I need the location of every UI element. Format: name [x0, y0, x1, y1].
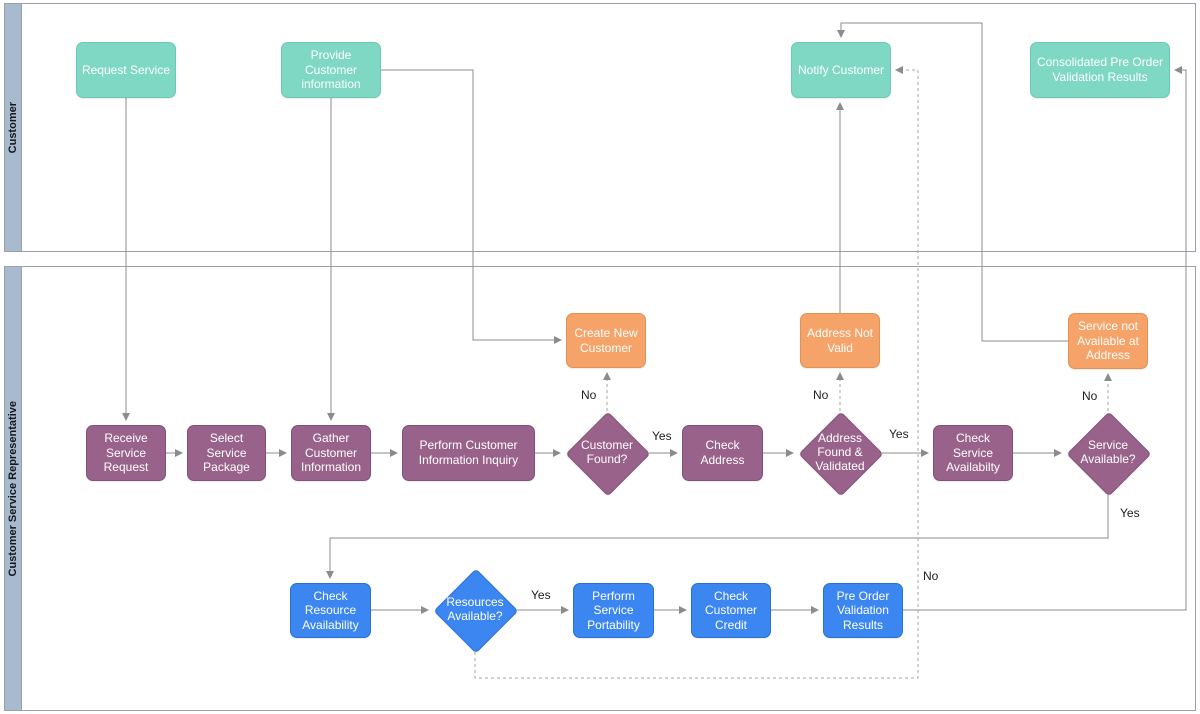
node-notify-customer-label: Notify Customer [797, 62, 885, 77]
decision-service-available-label: Service Available? [1080, 438, 1136, 466]
node-receive-service-request-label: Receive Service Request [103, 431, 149, 475]
node-check-resource-availability-label: Check Resource Availability [302, 588, 359, 632]
edge-label-address-found-no: No [813, 388, 829, 402]
node-service-not-available-at-address: Service not Available at Address [1068, 313, 1148, 369]
edge-label-service-available-no: No [1082, 389, 1098, 403]
node-service-not-available-label: Service not Available at Address [1077, 319, 1139, 363]
node-perform-customer-information-inquiry-label: Perform Customer Information Inquiry [418, 438, 519, 467]
node-consolidated-pre-order-validation-results: Consolidated Pre Order Validation Result… [1030, 42, 1170, 98]
node-provide-customer-information-label: Provide Customer information [301, 48, 361, 92]
node-request-service: Request Service [76, 42, 176, 98]
node-create-new-customer: Create New Customer [566, 313, 646, 368]
node-address-not-valid: Address Not Valid [800, 313, 880, 368]
decision-resources-available-label: Resources Available? [446, 595, 504, 623]
node-address-not-valid-label: Address Not Valid [806, 325, 874, 355]
node-notify-customer: Notify Customer [791, 42, 891, 98]
decision-customer-found: Customer Found? [565, 411, 651, 497]
swimlane-customer: Customer [4, 3, 1196, 252]
node-consolidated-label: Consolidated Pre Order Validation Result… [1036, 55, 1164, 84]
decision-customer-found-label: Customer Found? [580, 438, 633, 466]
node-perform-service-portability-label: Perform Service Portability [587, 588, 640, 632]
node-select-service-package-label: Select Service Package [203, 431, 250, 475]
edge-label-customer-found-no: No [581, 388, 597, 402]
edge-label-customer-found-yes: Yes [652, 429, 672, 443]
node-request-service-label: Request Service [81, 62, 171, 77]
node-gather-customer-information-label: Gather Customer Information [300, 431, 362, 475]
node-check-customer-credit-label: Check Customer Credit [704, 588, 757, 632]
node-perform-service-portability: Perform Service Portability [573, 583, 654, 638]
node-pre-order-validation-results-label: Pre Order Validation Results [836, 588, 890, 632]
decision-service-available: Service Available? [1066, 411, 1152, 497]
node-check-address: Check Address [682, 425, 763, 481]
swimlane-csr-label: Customer Service Representative [7, 400, 19, 577]
node-create-new-customer-label: Create New Customer [574, 325, 638, 355]
swimlane-customer-label: Customer [7, 101, 19, 154]
decision-resources-available: Resources Available? [433, 568, 519, 654]
edge-label-resources-available-yes: Yes [531, 588, 551, 602]
node-check-customer-credit: Check Customer Credit [691, 583, 771, 638]
node-check-resource-availability: Check Resource Availability [290, 583, 371, 638]
edge-label-service-available-yes: Yes [1120, 506, 1140, 520]
edge-label-resources-available-no: No [923, 569, 939, 583]
node-gather-customer-information: Gather Customer Information [291, 425, 371, 481]
node-check-service-availabilty: Check Service Availabilty [933, 425, 1013, 481]
node-pre-order-validation-results: Pre Order Validation Results [823, 583, 903, 638]
node-perform-customer-information-inquiry: Perform Customer Information Inquiry [402, 425, 535, 481]
decision-address-found-validated: Address Found & Validated [798, 411, 884, 497]
node-select-service-package: Select Service Package [187, 425, 266, 481]
edge-label-address-found-yes: Yes [889, 427, 909, 441]
decision-address-found-label: Address Found & Validated [815, 431, 865, 473]
swimlane-customer-band: Customer [5, 4, 22, 251]
node-check-address-label: Check Address [700, 438, 745, 467]
node-check-service-availabilty-label: Check Service Availabilty [946, 431, 1000, 475]
node-provide-customer-information: Provide Customer information [281, 42, 381, 98]
node-receive-service-request: Receive Service Request [86, 425, 166, 481]
swimlane-csr-band: Customer Service Representative [5, 267, 22, 710]
